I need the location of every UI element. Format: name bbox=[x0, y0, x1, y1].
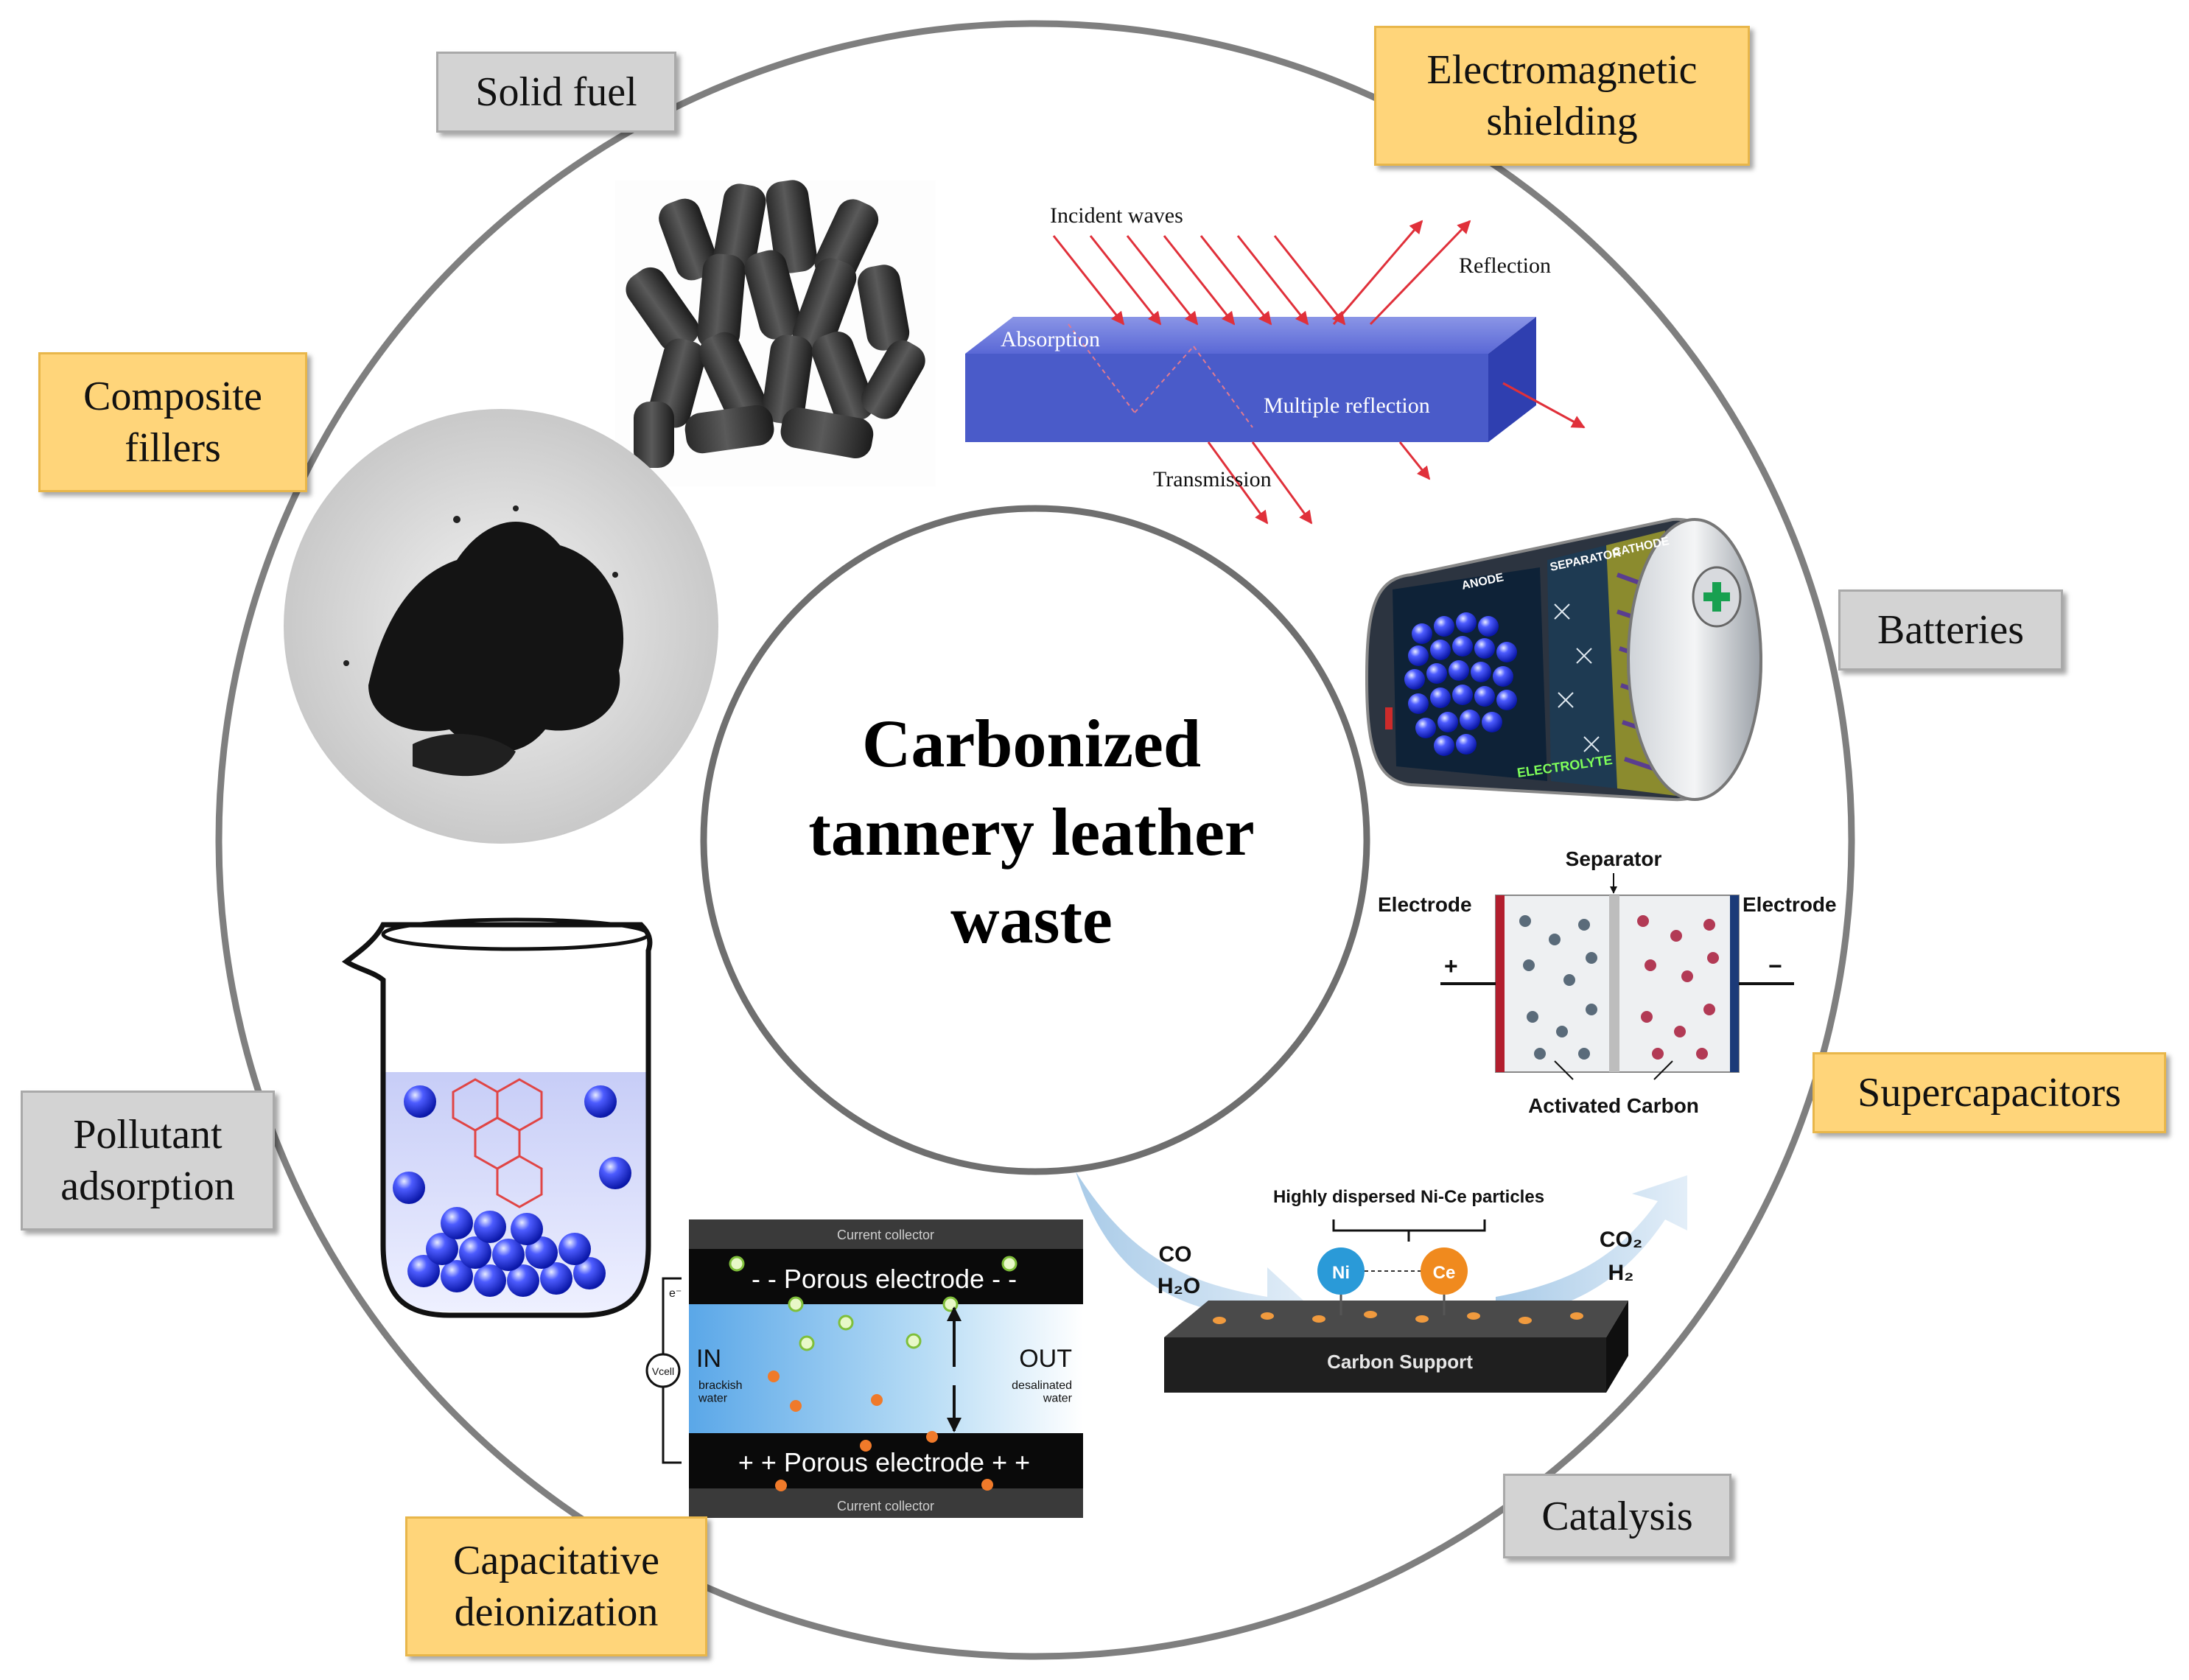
supercapacitors-label: Supercapacitors bbox=[1813, 1052, 2166, 1133]
plus-terminal-label: + bbox=[1444, 953, 1458, 979]
pollutant-adsorption-label: Pollutant adsorption bbox=[21, 1091, 275, 1231]
cdi-voltage-label: Vcell bbox=[652, 1365, 674, 1377]
electrode-right-label: Electrode bbox=[1743, 893, 1837, 916]
porous-electrode-top-label: - - Porous electrode - - bbox=[752, 1264, 1017, 1294]
carbon-support-label: Carbon Support bbox=[1327, 1351, 1473, 1373]
co-label: CO bbox=[1159, 1242, 1192, 1267]
co2-label: CO₂ bbox=[1600, 1228, 1642, 1252]
inner-ring bbox=[700, 505, 1370, 1175]
minus-terminal-label: − bbox=[1768, 953, 1782, 979]
battery-image: ANODE SEPARATOR CATHODE ELECTROLYTE bbox=[1365, 517, 1763, 802]
electrode-left-label: Electrode bbox=[1378, 893, 1472, 916]
solid-fuel-label: Solid fuel bbox=[436, 52, 676, 133]
cdi-out-label: OUT bbox=[1019, 1345, 1072, 1373]
cdi-in-label: IN bbox=[696, 1345, 721, 1373]
capacitative-deionization-label: Capacitative deionization bbox=[405, 1516, 707, 1656]
electromagnetic-shielding-label: Electromagnetic shielding bbox=[1374, 26, 1750, 166]
multiple-reflection-label: Multiple reflection bbox=[1264, 393, 1430, 418]
cdi-electron-label: e⁻ bbox=[669, 1287, 682, 1300]
cdi-diagram: Vcell e⁻ Current collector Current colle… bbox=[645, 1219, 1083, 1518]
ce-particle-label: Ce bbox=[1433, 1263, 1456, 1283]
batteries-label: Batteries bbox=[1838, 589, 2063, 671]
composite-fillers-label: Composite fillers bbox=[38, 352, 307, 492]
h2-label: H₂ bbox=[1608, 1261, 1634, 1285]
adsorption-beaker-image bbox=[341, 917, 653, 1318]
absorption-label: Absorption bbox=[1001, 327, 1100, 351]
catalyst-header-label: Highly dispersed Ni-Ce particles bbox=[1273, 1187, 1544, 1207]
outer-ring bbox=[215, 20, 1855, 1660]
emi-shielding-diagram: Incident waves Reflection Absorption Mul… bbox=[965, 203, 1586, 525]
activated-carbon-label: Activated Carbon bbox=[1528, 1094, 1699, 1117]
current-collector-top-label: Current collector bbox=[837, 1228, 934, 1242]
catalysis-label: Catalysis bbox=[1503, 1474, 1731, 1558]
transmission-label: Transmission bbox=[1153, 467, 1272, 491]
ni-particle-label: Ni bbox=[1332, 1263, 1350, 1283]
center-title: Carbonized tannery leather waste bbox=[808, 706, 1255, 958]
current-collector-bottom-label: Current collector bbox=[837, 1499, 934, 1513]
supercapacitor-diagram: Separator Electrode Electrode + − Activa… bbox=[1378, 847, 1837, 1117]
carbon-pellets-image bbox=[615, 180, 936, 486]
catalysis-diagram: Ni Ce Highly dispersed Ni-Ce particles C… bbox=[1076, 1172, 1687, 1393]
h2o-label: H₂O bbox=[1157, 1274, 1200, 1298]
carbon-powder-image bbox=[284, 409, 718, 844]
reflection-label: Reflection bbox=[1459, 253, 1551, 278]
incident-waves-label: Incident waves bbox=[1050, 203, 1183, 228]
separator-label: Separator bbox=[1566, 847, 1662, 870]
porous-electrode-bottom-label: + + Porous electrode + + bbox=[738, 1447, 1030, 1477]
